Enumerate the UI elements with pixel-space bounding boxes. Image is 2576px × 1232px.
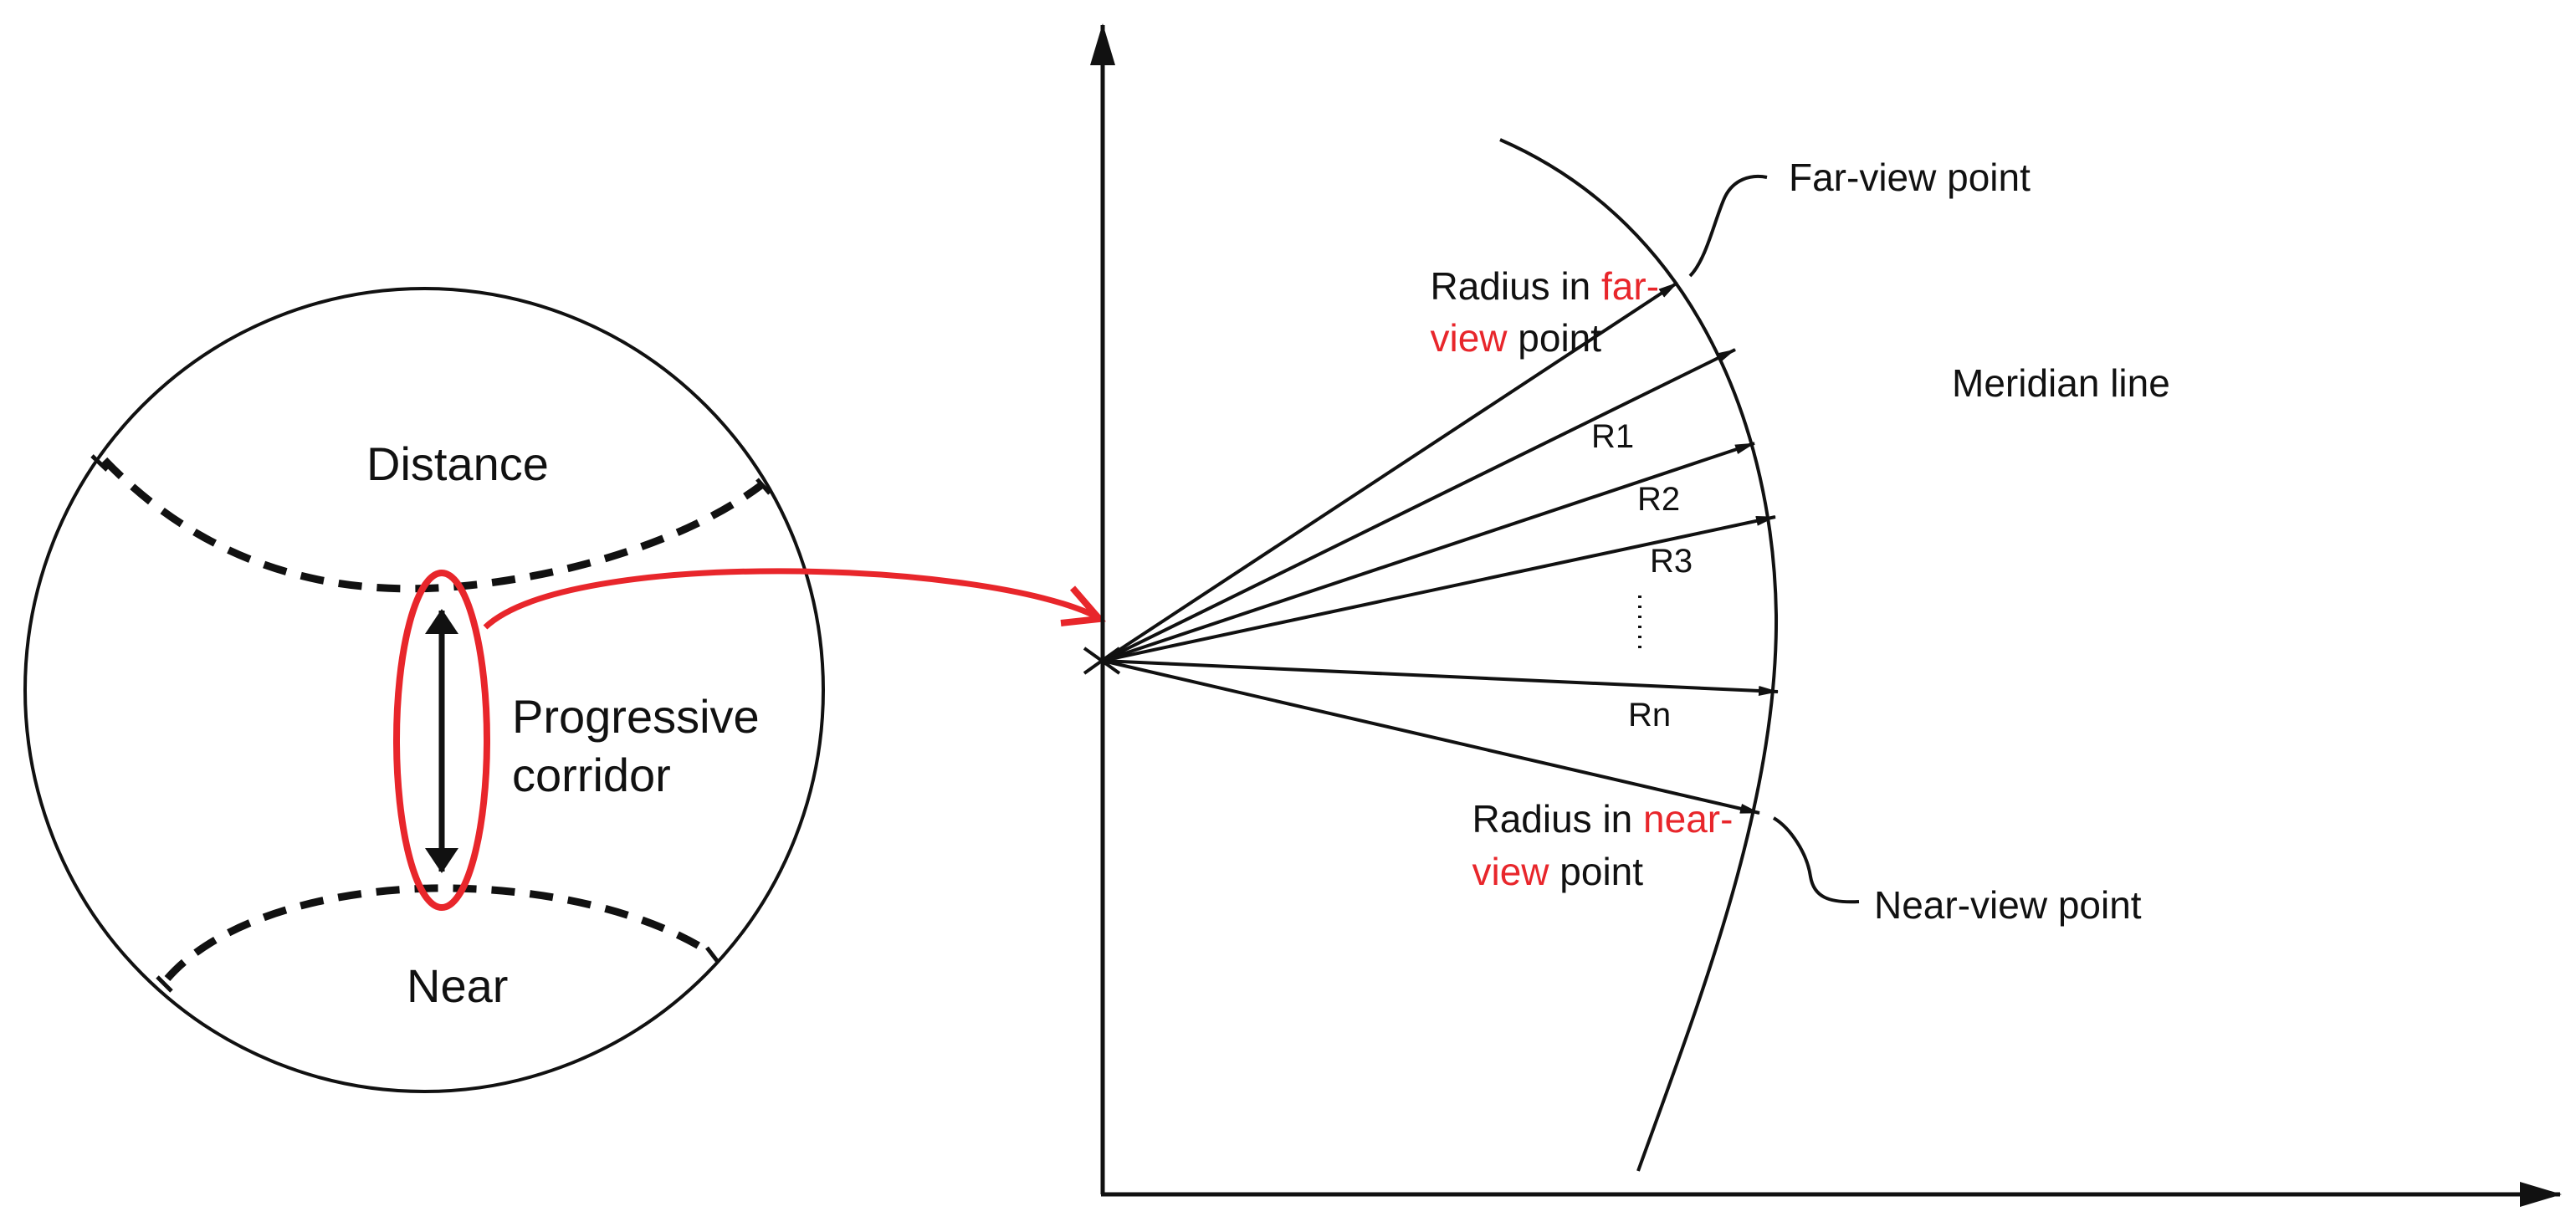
radius-vector-3 [1102,515,1776,662]
far-view-point-label: Far-view point [1789,156,2031,199]
near-radius-highlight-1: near- [1643,797,1733,841]
label-rn: Rn [1628,697,1671,734]
radius-vector-2 [1102,442,1755,662]
connector-curve [483,568,1099,630]
meridian-curve [1499,138,1779,1172]
profile-figure: R1 R2 R3 Rn Far-view point Meridian line… [1083,23,2562,1207]
near-zone-boundary [164,884,714,981]
far-radius-label-line2: view point [1355,316,1655,360]
lens-outline [23,287,825,1093]
far-radius-label-line1: Radius in far- [1355,264,1713,308]
near-radius-label-line2: view point [1397,850,1697,893]
far-radius-highlight-1: far- [1601,264,1659,308]
connector [483,568,1107,630]
near-radius-highlight-2: view [1472,850,1549,893]
label-r3: R3 [1650,543,1693,580]
near-radius-label-line1: Radius in near- [1397,797,1786,841]
far-view-leader [1688,175,1768,278]
radius-vector-near [1102,659,1760,815]
radius-vector-far [1101,281,1679,662]
far-radius-prefix: Radius in [1430,264,1601,308]
corridor-label-line1: Progressive [512,690,760,743]
corridor-label-line2: corridor [512,749,671,801]
distance-zone-tick-right [755,478,771,495]
near-view-point-label: Near-view point [1874,883,2142,927]
near-view-leader [1772,816,1860,904]
far-radius-suffix: point [1508,316,1602,360]
near-label: Near [407,959,508,1012]
connector-arrowhead [1060,585,1107,626]
near-radius-prefix: Radius in [1472,797,1643,841]
distance-label: Distance [366,437,549,490]
radius-vector-n [1102,659,1779,696]
near-radius-suffix: point [1549,850,1644,893]
far-radius-highlight-2: view [1430,316,1508,360]
near-zone-tick-right [705,946,720,964]
radius-vector-1 [1102,348,1736,662]
radius-vectors [1101,281,1779,815]
meridian-line-label: Meridian line [1952,361,2170,405]
label-r1: R1 [1591,418,1634,455]
distance-zone-tick-left [90,454,109,472]
label-r2: R2 [1637,481,1680,518]
corridor-highlight-ellipse [393,570,490,911]
lens-figure: Distance Progressive corridor Near [23,287,825,1093]
near-zone-tick-left [156,975,173,993]
